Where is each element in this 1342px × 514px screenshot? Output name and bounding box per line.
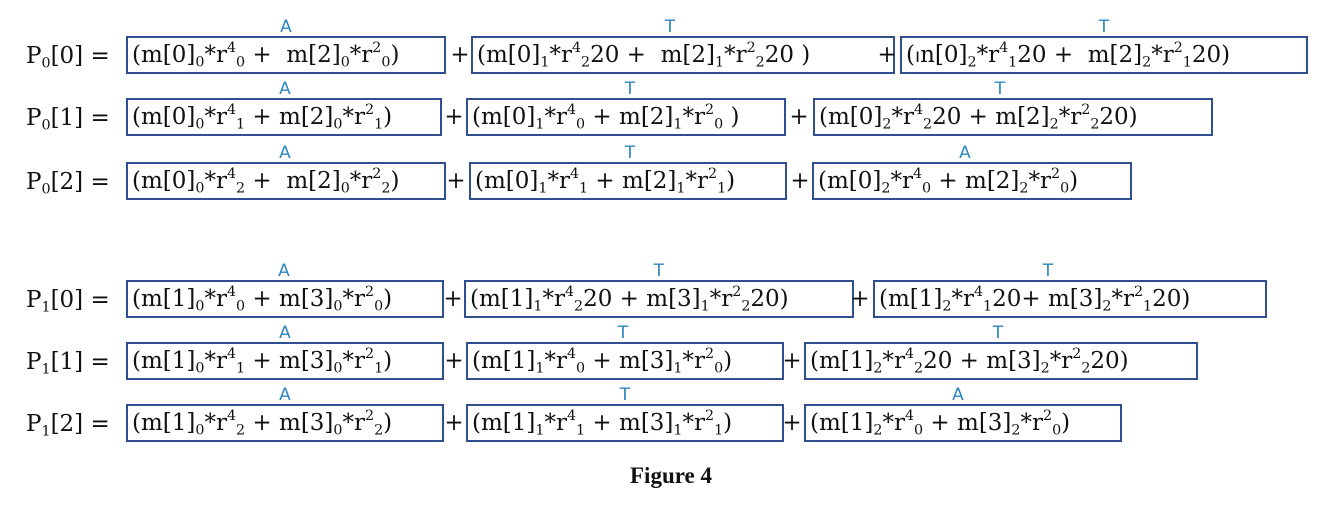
term-label: A [952, 385, 964, 405]
term-box: (ın[0]2*r4120 + m[2]2*r2120) [900, 36, 1308, 74]
term-label: T [994, 79, 1006, 99]
plus-sign: + [444, 104, 464, 130]
term-label: T [617, 323, 629, 343]
plus-sign: + [877, 42, 897, 68]
equation-lhs: P0[0] = [26, 43, 110, 72]
term-box: (m[0]1*r4220 + m[2]1*r2220 ) [471, 36, 895, 74]
term-box: (m[0]2*r40 + m[2]2*r20) [812, 162, 1132, 200]
term-box: (m[0]1*r40 + m[2]1*r20 ) [466, 98, 786, 136]
term-label: A [279, 323, 291, 343]
term-box: (m[0]2*r4220 + m[2]2*r2220) [813, 98, 1213, 136]
term-box: (m[0]0*r42 + m[2]0*r22) [126, 162, 446, 200]
plus-sign: + [444, 348, 464, 374]
term-label: A [279, 385, 291, 405]
plus-sign: + [789, 104, 809, 130]
term-box: (m[1]2*r4220 + m[3]2*r2220) [804, 342, 1198, 380]
term-box: (m[1]0*r40 + m[3]0*r20) [126, 280, 444, 318]
term-label: T [624, 143, 636, 163]
term-label: T [992, 323, 1004, 343]
term-box: (m[0]1*r41 + m[2]1*r21) [469, 162, 787, 200]
plus-sign: + [782, 348, 802, 374]
plus-sign: + [443, 286, 463, 312]
term-label: T [624, 79, 636, 99]
equation-lhs: P0[2] = [26, 169, 110, 198]
term-box: (m[1]0*r41 + m[3]0*r21) [126, 342, 444, 380]
term-label: A [280, 17, 292, 37]
plus-sign: + [444, 410, 464, 436]
term-box: (m[1]2*r40 + m[3]2*r20) [804, 404, 1122, 442]
plus-sign: + [446, 168, 466, 194]
equation-lhs: P1[0] = [26, 287, 110, 316]
term-label: T [653, 261, 665, 281]
term-label: T [619, 385, 631, 405]
term-label: T [1098, 17, 1110, 37]
term-box: (m[1]1*r4220 + m[3]1*r2220) [464, 280, 854, 318]
plus-sign: + [790, 168, 810, 194]
equation-lhs: P1[1] = [26, 349, 110, 378]
term-label: A [279, 79, 291, 99]
plus-sign: + [850, 286, 870, 312]
term-label: A [959, 143, 971, 163]
term-box: (m[1]0*r42 + m[3]0*r22) [126, 404, 444, 442]
figure-caption: Figure 4 [630, 463, 712, 488]
term-box: (m[0]0*r40 + m[2]0*r20) [126, 36, 446, 74]
plus-sign: + [450, 42, 470, 68]
term-label: T [1042, 261, 1054, 281]
equation-lhs: P1[2] = [26, 411, 110, 440]
term-box: (m[1]1*r41 + m[3]1*r21) [466, 404, 784, 442]
term-label: A [279, 143, 291, 163]
term-label: A [278, 261, 290, 281]
term-box: (m[0]0*r41 + m[2]0*r21) [126, 98, 442, 136]
term-box: (m[1]2*r4120+ m[3]2*r2120) [873, 280, 1267, 318]
plus-sign: + [782, 410, 802, 436]
term-label: T [664, 17, 676, 37]
term-box: (m[1]1*r40 + m[3]1*r20) [466, 342, 784, 380]
equation-lhs: P0[1] = [26, 105, 110, 134]
